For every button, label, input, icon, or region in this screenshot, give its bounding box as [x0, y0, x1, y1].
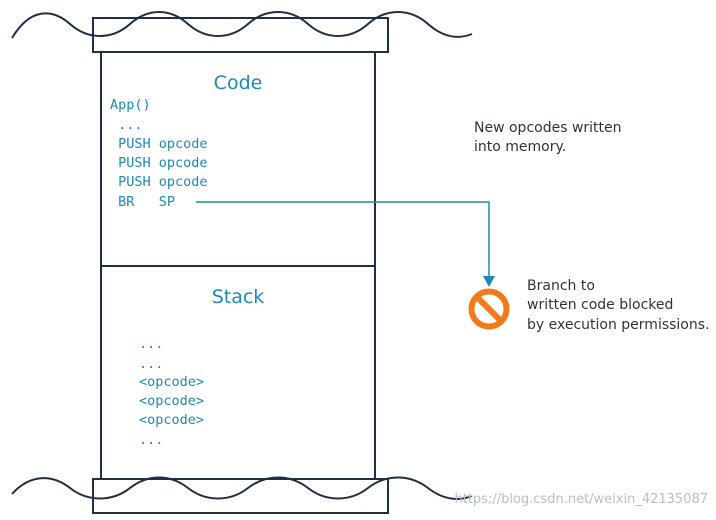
code-line: PUSH opcode	[110, 155, 208, 171]
new-opcodes-note-line: into memory.	[474, 139, 566, 155]
blocked-note-line: Branch to	[527, 278, 595, 294]
stack-line: <opcode>	[139, 374, 204, 390]
branch-arrow-head	[483, 276, 495, 287]
code-line: ...	[110, 117, 143, 133]
bottom-memory-block	[92, 478, 389, 514]
branch-arrow-line	[196, 201, 490, 278]
watermark-text: https://blog.csdn.net/weixin_42135087	[454, 492, 708, 507]
code-line: App()	[110, 97, 151, 113]
code-line-branch: BR SP	[110, 194, 175, 210]
stack-line: <opcode>	[139, 412, 204, 428]
blocked-note-line: written code blocked	[527, 297, 673, 313]
prohibited-icon	[468, 288, 510, 330]
stack-line: ...	[139, 432, 163, 448]
code-line: PUSH opcode	[110, 174, 208, 190]
code-line: PUSH opcode	[110, 136, 208, 152]
bottom-break-wave	[11, 476, 473, 500]
stack-section-title: Stack	[212, 286, 265, 308]
code-section-title: Code	[214, 72, 263, 94]
blocked-note-line: by execution permissions.	[527, 317, 710, 333]
stack-line: ...	[139, 356, 163, 372]
new-opcodes-note-line: New opcodes written	[474, 120, 622, 136]
stack-line: <opcode>	[139, 393, 204, 409]
top-break-wave	[11, 11, 473, 39]
stack-line: ...	[139, 336, 163, 352]
